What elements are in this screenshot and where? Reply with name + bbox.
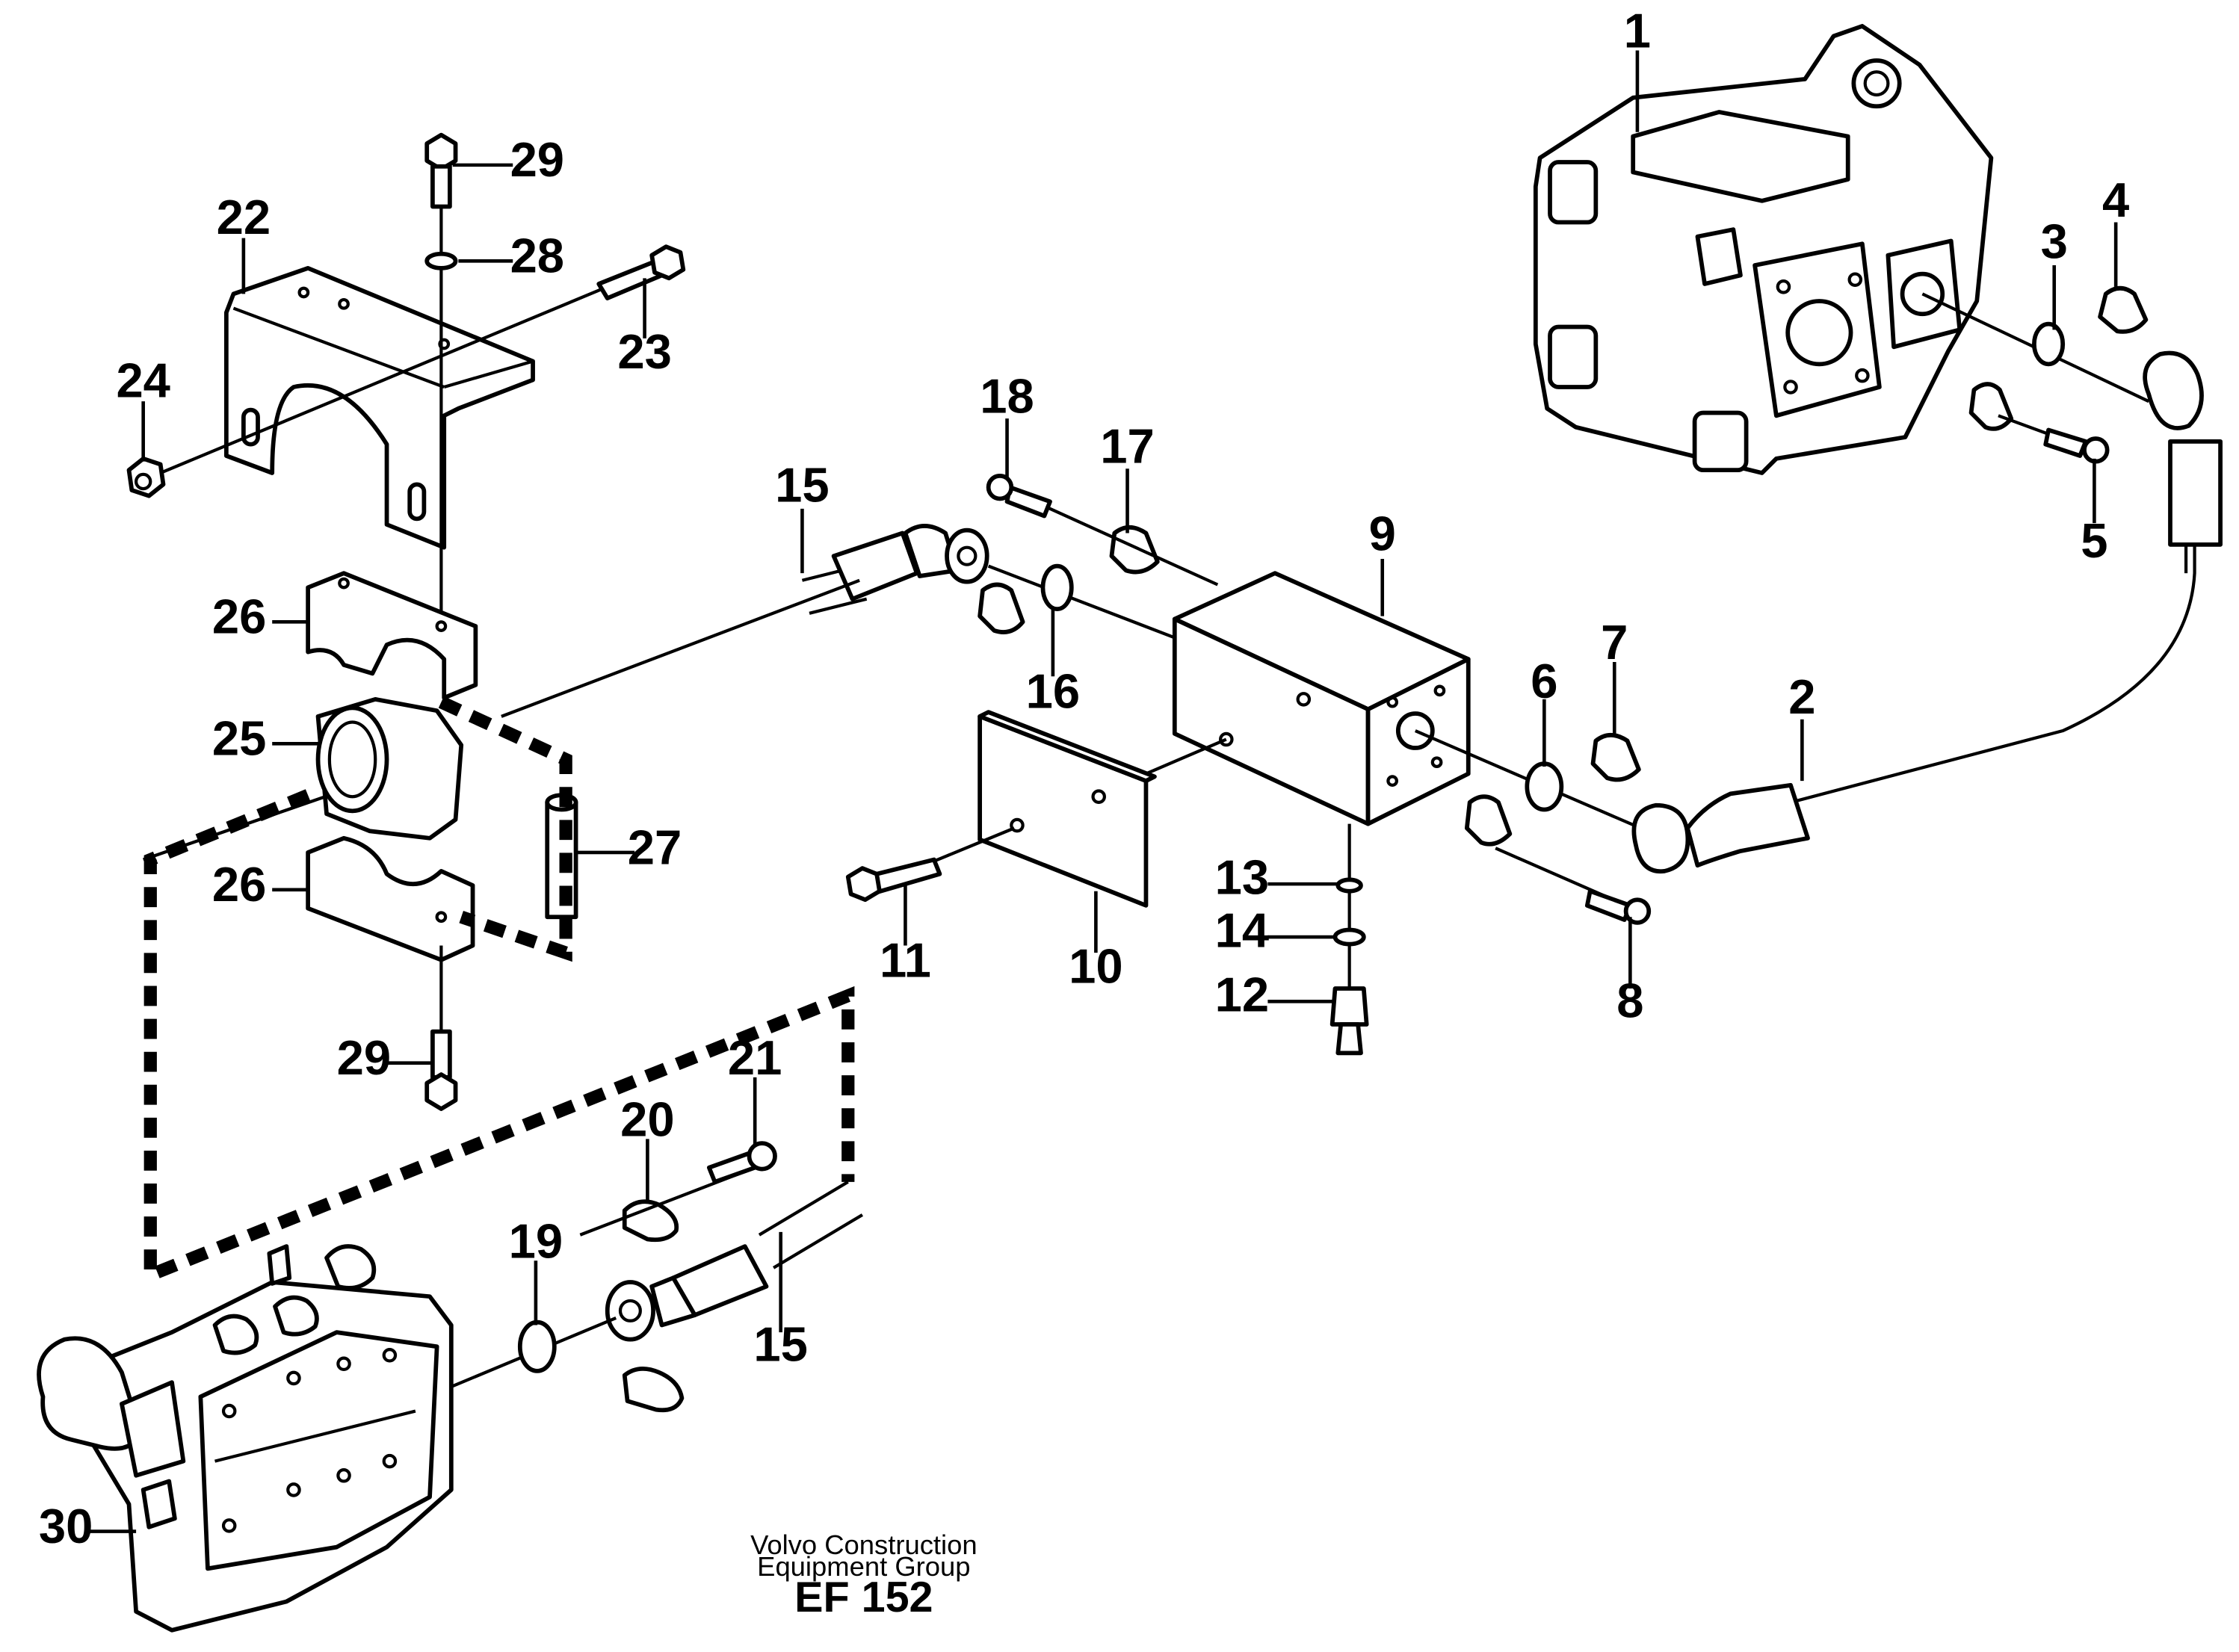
callout-11: 11 [880, 933, 931, 988]
mounting-plate [978, 710, 1157, 908]
callout-14: 14 [1215, 903, 1269, 957]
bolt-11 [845, 737, 1227, 903]
callout-26-lower: 26 [212, 857, 266, 912]
callout-23: 23 [617, 324, 671, 379]
bracket-22 [223, 266, 535, 550]
bolt-29-bottom [424, 945, 458, 1111]
bolt-29-top [424, 132, 458, 628]
callout-13: 13 [1215, 850, 1269, 905]
callout-29-lower: 29 [337, 1030, 391, 1085]
pump-flange-fittings [1790, 285, 2223, 804]
callout-19: 19 [509, 1213, 563, 1268]
callout-22: 22 [217, 190, 271, 244]
callout-28: 28 [510, 229, 564, 283]
bolt-23-nut-24 [126, 244, 686, 498]
footer-company-line1: Volvo Construction [750, 1529, 978, 1560]
callout-18: 18 [980, 368, 1034, 423]
assembly-dashed-links [143, 696, 855, 1285]
callout-29-upper: 29 [510, 132, 564, 187]
callout-17: 17 [1100, 419, 1154, 474]
callout-8: 8 [1616, 973, 1643, 1027]
callout-4: 4 [2102, 173, 2129, 227]
callout-25: 25 [212, 711, 266, 766]
hose-15-upper [801, 473, 1219, 640]
callout-5: 5 [2081, 513, 2107, 568]
callout-26-upper: 26 [212, 590, 266, 644]
callout-leaders [88, 50, 2118, 1533]
callout-12: 12 [1215, 968, 1269, 1022]
callout-2: 2 [1788, 669, 1815, 724]
clamp-assembly [306, 571, 478, 962]
block-outlet-fittings [1414, 729, 1810, 925]
callout-16: 16 [1026, 663, 1080, 718]
callout-6: 6 [1531, 654, 1557, 708]
callout-1: 1 [1624, 4, 1651, 58]
control-valve [37, 1244, 454, 1633]
callout-15-lower: 15 [753, 1317, 807, 1371]
callout-15-upper: 15 [775, 457, 829, 512]
callout-30: 30 [39, 1499, 93, 1553]
footer: Volvo Construction Equipment Group EF 15… [750, 1529, 978, 1621]
callout-27: 27 [628, 820, 682, 874]
footer-company-line2: Equipment Group [757, 1551, 970, 1582]
manifold-block [1172, 571, 1471, 826]
footer-figure-code: EF 152 [794, 1574, 933, 1621]
callout-24: 24 [116, 353, 170, 407]
callout-3: 3 [2041, 214, 2068, 268]
callout-9: 9 [1369, 507, 1396, 561]
callout-21: 21 [728, 1030, 782, 1085]
hydraulic-pump [1533, 24, 1994, 475]
hose-routing-lines [142, 578, 860, 861]
callout-20: 20 [620, 1092, 674, 1146]
callout-10: 10 [1069, 938, 1122, 993]
callout-7: 7 [1601, 615, 1628, 669]
plug-and-seals [1329, 823, 1369, 1056]
callout-labels: 1 2 3 4 5 6 7 8 9 10 11 12 13 14 15 15 1… [39, 4, 2129, 1553]
